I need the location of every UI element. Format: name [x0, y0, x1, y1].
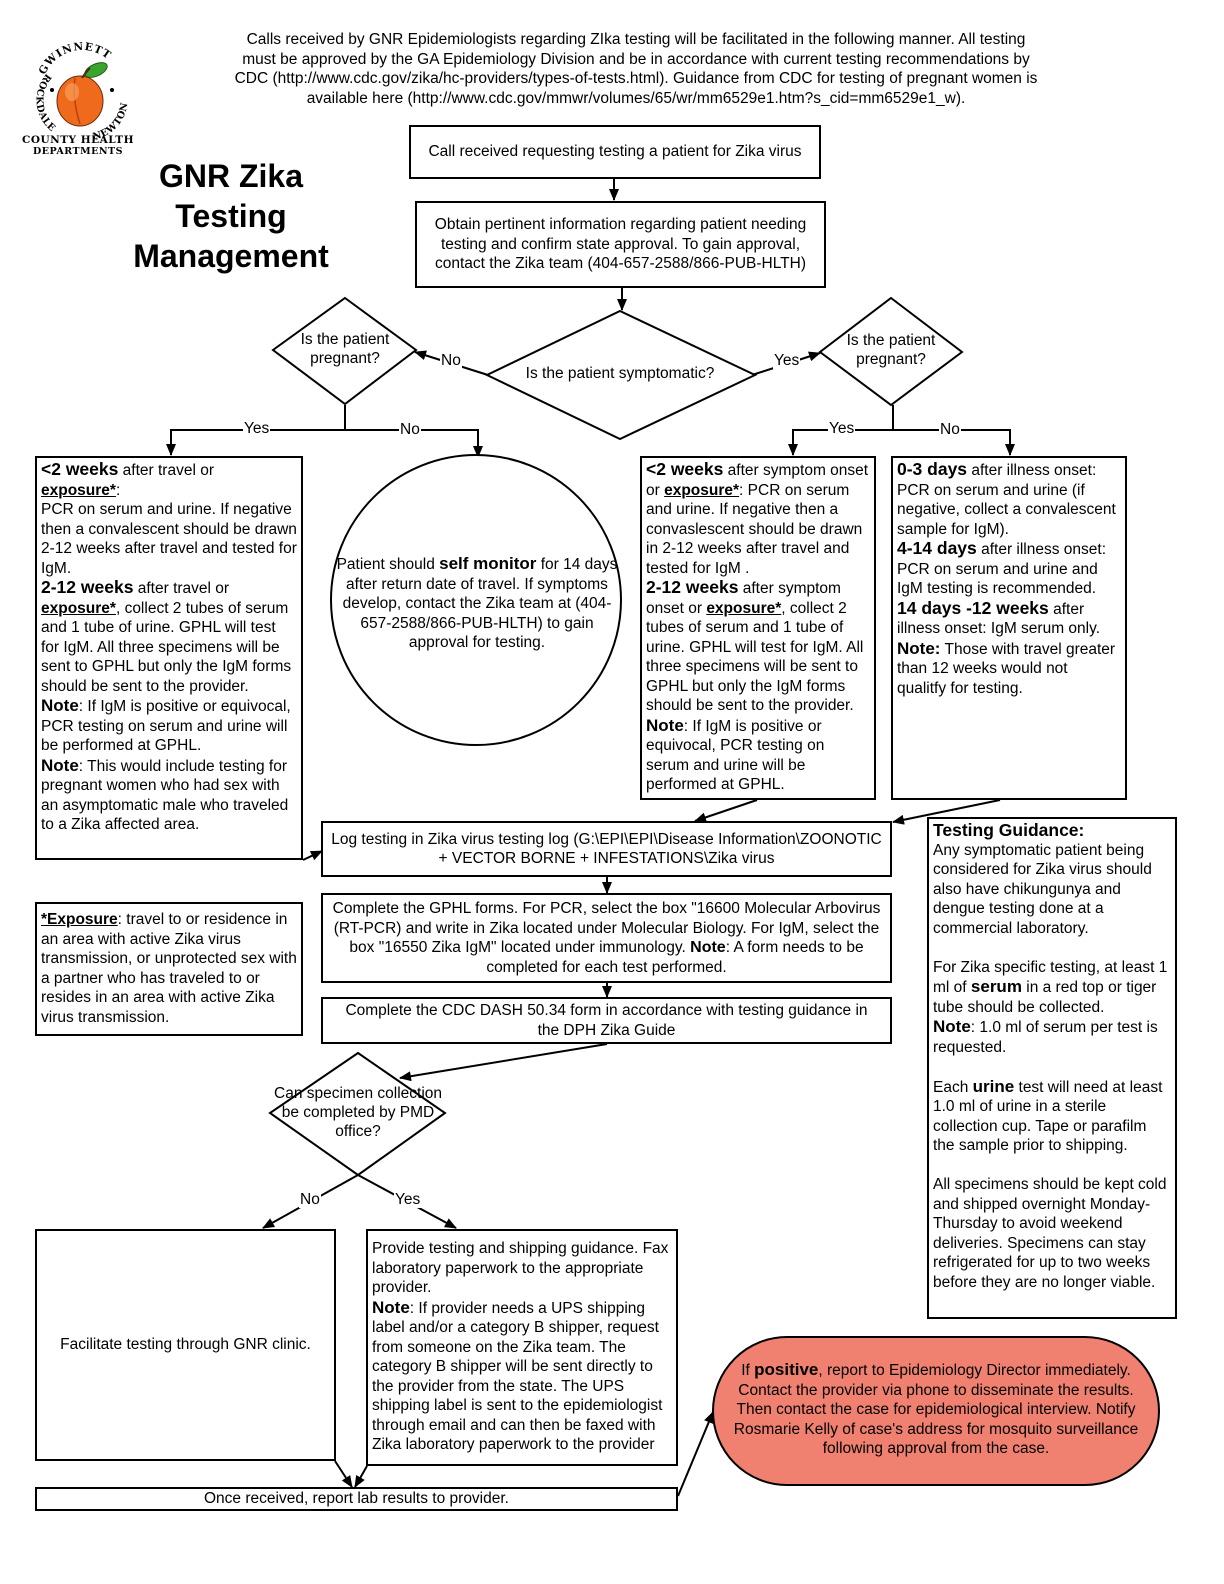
sympreg-exposure-2: exposure* — [706, 599, 782, 617]
positive-result-text: If positive, report to Epidemiology Dire… — [733, 1360, 1139, 1457]
label-right-no: No — [939, 421, 961, 438]
oval-positive — [712, 1336, 1160, 1486]
edge-report-positive — [677, 1411, 714, 1497]
asym-text-4: : This would include testing for pregnan… — [41, 757, 289, 834]
label-pmd-yes: Yes — [394, 1191, 422, 1208]
label-pmd-no: No — [299, 1191, 321, 1208]
edge-clinic-report — [334, 1460, 353, 1488]
positive-bold: positive — [754, 1360, 819, 1379]
diamond-symptomatic — [484, 309, 758, 441]
exposure-definition-box: *Exposure: travel to or residence in an … — [35, 902, 303, 1036]
county-logo: GWINNETT ROCKDALE NEWTON COUNTY HEALTH D… — [20, 28, 142, 168]
label-left-yes: Yes — [243, 420, 271, 437]
edge-sympreg-log — [694, 799, 758, 823]
pregnant-question-right: Is the patient pregnant? — [846, 332, 936, 368]
self-monitor-text: Patient should self monitor for 14 days … — [336, 554, 618, 651]
asym-exposure-1: exposure* — [41, 481, 116, 499]
asym-heading-2-12: 2-12 weeks — [41, 577, 134, 597]
title-line2: Testing — [175, 198, 287, 234]
sympreg-heading-2-12: 2-12 weeks — [646, 577, 739, 597]
cdc-dash-box: Complete the CDC DASH 50.34 form in acco… — [321, 997, 892, 1044]
pmd-question: Can specimen collection be completed by … — [274, 1085, 443, 1140]
edge-asym-log — [302, 850, 323, 861]
asym-text-2b: , collect 2 tubes of serum and 1 tube of… — [41, 599, 292, 695]
pregnant-question-left: Is the patient pregnant? — [300, 331, 390, 367]
asym-note-2: Note — [41, 755, 79, 775]
guidance-urine: urine — [972, 1076, 1015, 1096]
edge-cdc-pmd — [399, 1043, 608, 1082]
circle-self-monitor — [330, 454, 622, 746]
asym-text-1b: : — [115, 481, 121, 499]
symptomatic-pregnant-box: <2 weeks after symptom onset or exposure… — [640, 456, 876, 800]
guidance-p4: All specimens should be kept cold and sh… — [933, 1176, 1167, 1291]
logo-arc-left: ROCKDALE — [33, 71, 57, 134]
symnp-heading-14d-12w: 14 days -12 weeks — [897, 597, 1049, 618]
title-line3: Management — [133, 238, 329, 274]
call-received-box: Call received requesting testing a patie… — [409, 125, 821, 179]
symptomatic-question: Is the patient symptomatic? — [525, 365, 715, 382]
logo-caption-line1: COUNTY HEALTH — [21, 134, 135, 146]
edge-guidance-report — [354, 1465, 368, 1488]
diamond-pregnant-right — [818, 296, 964, 407]
guidance-note: Note — [933, 1017, 971, 1036]
edge-symnotpreg-log — [892, 799, 1001, 825]
asym-text-1a: after travel or — [118, 462, 214, 479]
intro-text: Calls received by GNR Epidemiologists re… — [234, 31, 1038, 107]
label-symptomatic-yes: Yes — [773, 352, 801, 369]
label-left-no: No — [399, 421, 421, 438]
exposure-term: *Exposure — [41, 911, 118, 928]
label-right-yes: Yes — [828, 420, 856, 437]
asym-text-1c: PCR on serum and urine. If negative then… — [41, 501, 297, 577]
sympreg-exposure-1: exposure* — [664, 481, 740, 499]
symnp-heading-4-14: 4-14 days — [897, 538, 977, 558]
provide-guidance-text-1: Provide testing and shipping guidance. F… — [372, 1240, 669, 1296]
page-title: GNR Zika Testing Management — [110, 156, 352, 276]
guidance-serum: serum — [970, 977, 1022, 996]
sympreg-heading-lt2: <2 weeks — [646, 459, 724, 479]
asym-exposure-2: exposure* — [41, 599, 116, 617]
log-testing-box: Log testing in Zika virus testing log (G… — [321, 821, 892, 877]
peach-seal-graphic: GWINNETT ROCKDALE NEWTON — [33, 41, 130, 143]
gphl-note: Note — [690, 939, 726, 956]
guidance-p1: Any symptomatic patient being considered… — [933, 841, 1152, 937]
provide-guidance-box: Provide testing and shipping guidance. F… — [366, 1229, 678, 1466]
provide-guidance-note: Note — [372, 1297, 410, 1317]
diamond-pregnant-left — [271, 296, 418, 406]
gphl-forms-box: Complete the GPHL forms. For PCR, select… — [321, 893, 892, 983]
edge-left-no — [345, 429, 483, 458]
label-symptomatic-no: No — [440, 352, 462, 369]
gnr-clinic-box: Facilitate testing through GNR clinic. — [35, 1229, 336, 1461]
asymptomatic-pregnant-box: <2 weeks after travel or exposure*: PCR … — [35, 456, 303, 860]
symnp-heading-0-3: 0-3 days — [897, 459, 968, 479]
asym-note-1: Note — [41, 696, 79, 715]
testing-guidance-box: Testing Guidance: Any symptomatic patien… — [927, 817, 1177, 1319]
symnp-note: Note: — [897, 638, 941, 658]
diamond-pmd — [268, 1051, 447, 1177]
symptomatic-not-pregnant-box: 0-3 days after illness onset: PCR on ser… — [891, 456, 1127, 800]
asym-heading-lt2: <2 weeks — [41, 459, 119, 479]
obtain-info-box: Obtain pertinent information regarding p… — [415, 201, 826, 288]
report-results-box: Once received, report lab results to pro… — [35, 1487, 678, 1511]
logo-caption-line2: DEPARTMENTS — [33, 146, 123, 157]
testing-guidance-title: Testing Guidance: — [933, 820, 1085, 840]
title-line1: GNR Zika — [158, 158, 304, 194]
asym-text-2a: after travel or — [133, 580, 230, 597]
sympreg-note: Note — [646, 715, 684, 735]
self-monitor-bold: self monitor — [439, 554, 537, 573]
asym-text-3: : If IgM is positive or equivocal, PCR t… — [41, 698, 291, 754]
peach-icon — [56, 75, 104, 127]
edge-right-no — [893, 429, 1015, 456]
